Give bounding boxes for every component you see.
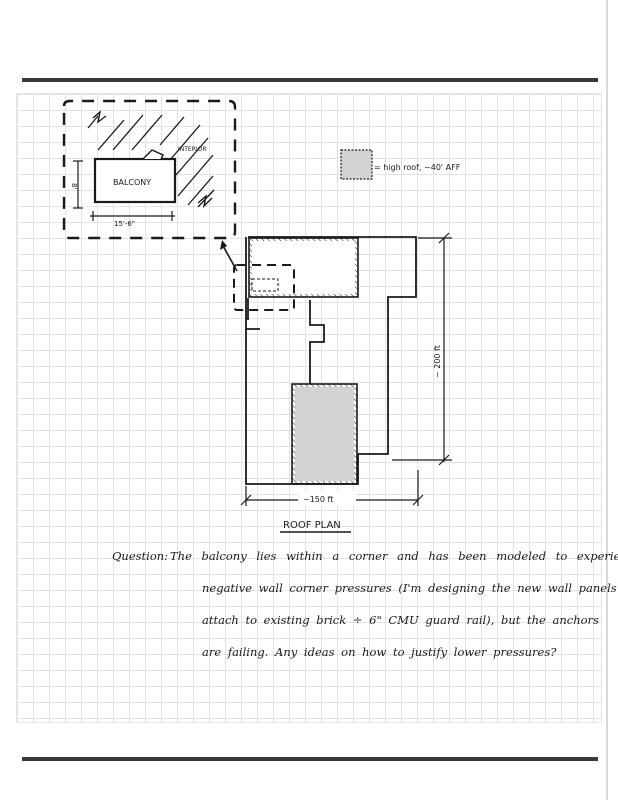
balcony-location-box [233,264,295,311]
inset-dashed-frame [62,99,237,240]
inset-break-mark-2 [197,194,213,209]
inset-width-dimension [90,211,175,221]
balcony-location-mark [251,278,279,292]
legend-swatch [340,149,373,180]
question-line-1: The balcony lies within a corner and has… [170,549,618,563]
roof-plan: ~ 200 ft ~150 ft ROOF PLAN [233,232,452,533]
balcony-inset-detail: BALCONY INTERIOR 8' 15'-6" [62,99,237,240]
interior-label: INTERIOR [178,146,207,153]
page-edge [606,0,608,800]
plan-length-dimension [392,232,452,466]
inset-width-label: 15'-6" [114,220,135,228]
top-rule [22,78,598,82]
question-label: Question: [112,549,169,563]
bottom-rule [22,757,598,761]
question-line-2: negative wall corner pressures (I'm desi… [202,581,618,595]
inset-height-label: 8' [70,183,78,189]
plan-length-label: ~ 200 ft [433,345,442,378]
balcony-label: BALCONY [113,178,151,187]
balcony-box [93,157,177,204]
question-line-3: attach to existing brick ÷ 6" CMU guard … [202,613,599,627]
building-neck [309,300,325,384]
building-outline [245,236,417,485]
legend: = high roof, ~40' AFF [340,149,461,180]
inset-height-dimension [73,160,83,209]
balcony-door-mark [142,149,164,160]
roof-plan-title: ROOF PLAN [283,520,341,531]
plan-width-label: ~150 ft [303,495,333,504]
legend-text: = high roof, ~40' AFF [374,163,461,172]
inset-break-mark [92,110,107,124]
question-line-4: are failing. Any ideas on how to justify… [202,645,557,659]
